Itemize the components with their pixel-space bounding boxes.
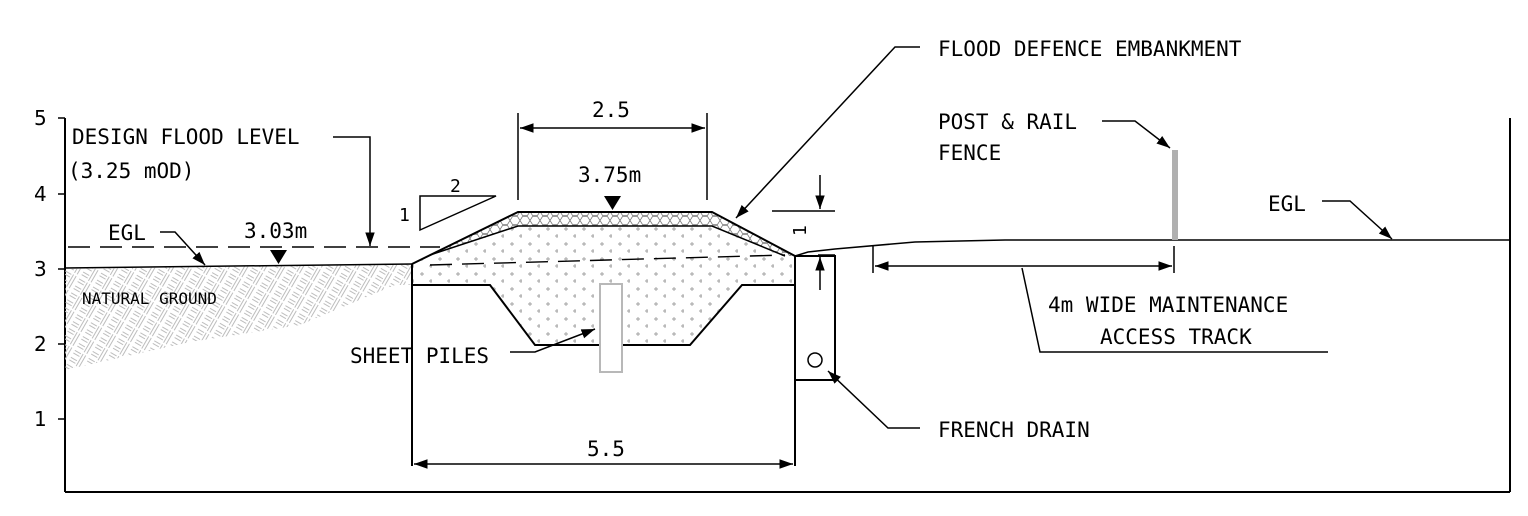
level-marker-icon (270, 250, 287, 264)
label-egl-left: EGL (108, 221, 146, 245)
label-sheet-piles: SHEET PILES (350, 344, 489, 368)
tick-label: 2 (34, 332, 47, 356)
slope-indicator (419, 195, 497, 232)
label-design-flood-level-value: (3.25 mOD) (68, 159, 194, 183)
label-flood-defence-embankment: FLOOD DEFENCE EMBANKMENT (938, 37, 1242, 61)
label-natural-ground: NATURAL GROUND (82, 289, 217, 308)
dim-height (772, 175, 835, 290)
drain-pipe-icon (807, 352, 823, 368)
embankment-outline (411, 211, 796, 466)
y-axis-ticks: 5 4 3 2 1 (34, 106, 47, 431)
embankment-topsoil (412, 212, 795, 264)
label-slope-rise: 1 (399, 205, 410, 226)
french-drain (794, 255, 836, 381)
tick-label: 1 (34, 407, 47, 431)
label-egl-right: EGL (1268, 192, 1306, 216)
tick-label: 3 (34, 257, 47, 281)
label-slope-run: 2 (450, 176, 461, 197)
label-dim-height: 1 (790, 225, 811, 236)
label-level-left: 3.03m (244, 219, 307, 243)
phreatic-line (429, 254, 786, 266)
label-french-drain: FRENCH DRAIN (938, 418, 1090, 442)
level-marker-icon (604, 196, 621, 210)
dim-crest-width (517, 113, 708, 200)
sheet-pile (599, 283, 623, 373)
label-level-crest: 3.75m (578, 163, 641, 187)
label-post-rail: POST & RAIL (938, 110, 1077, 134)
fence-post (1172, 150, 1178, 240)
tick-label: 5 (34, 106, 47, 130)
label-dim-crest-width: 2.5 (592, 98, 630, 122)
dim-access-track (872, 246, 1175, 273)
label-access-track-1: 4m WIDE MAINTENANCE (1048, 293, 1288, 317)
label-fence: FENCE (938, 141, 1001, 165)
existing-ground-line (64, 239, 1510, 269)
label-design-flood-level: DESIGN FLOOD LEVEL (72, 125, 300, 149)
tick-label: 4 (34, 182, 47, 206)
natural-ground-hatch (65, 264, 412, 370)
label-dim-base-width: 5.5 (587, 437, 625, 461)
label-access-track-2: ACCESS TRACK (1100, 325, 1252, 349)
leader-lines (160, 46, 1393, 429)
